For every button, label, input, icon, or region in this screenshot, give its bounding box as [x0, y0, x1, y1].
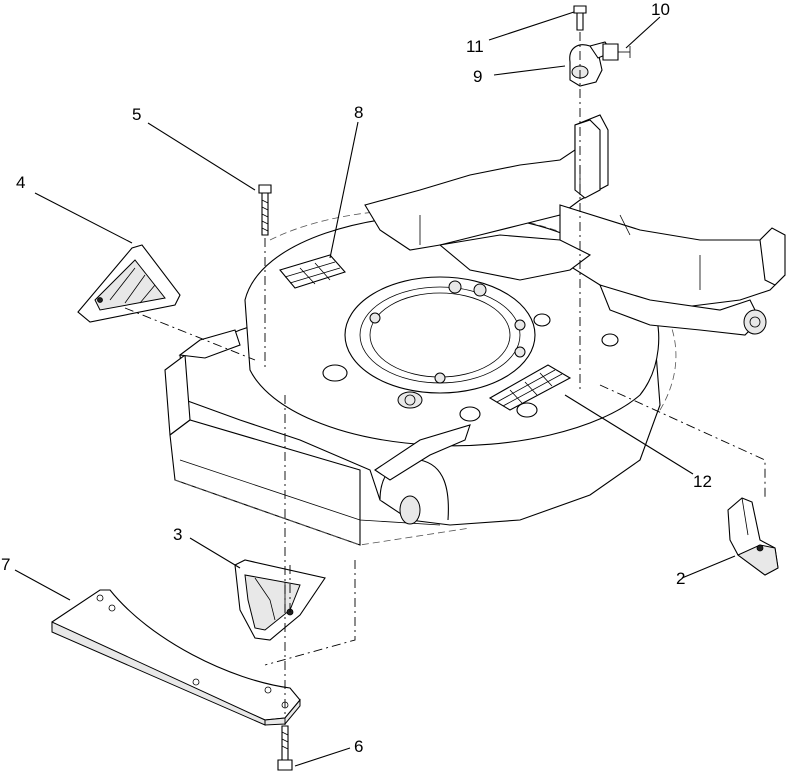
callout-4: 4 — [16, 173, 25, 192]
callout-labels: 2 3 4 5 6 7 8 9 10 11 12 — [1, 0, 712, 756]
part-11-screw — [573, 5, 587, 31]
part-2-right-deflector — [727, 497, 779, 576]
part-4-left-deflector — [77, 244, 181, 323]
callout-3: 3 — [173, 525, 182, 544]
callout-11: 11 — [466, 37, 484, 56]
decal-right — [488, 364, 572, 411]
callout-9: 9 — [473, 67, 482, 86]
decal-left — [279, 254, 346, 289]
rear-frame — [364, 114, 786, 336]
callout-8: 8 — [354, 103, 363, 122]
leader-lines — [14, 11, 736, 767]
part-3-center-deflector — [234, 559, 326, 641]
callout-10: 10 — [651, 0, 670, 19]
assembly-lines — [124, 32, 766, 725]
callout-7: 7 — [1, 555, 10, 574]
part-6-bolt — [277, 725, 293, 771]
part-10-nozzle — [602, 43, 631, 61]
part-5-bolt — [258, 184, 272, 236]
callout-12: 12 — [693, 472, 712, 491]
callout-6: 6 — [354, 737, 363, 756]
callout-5: 5 — [132, 105, 141, 124]
callout-2: 2 — [676, 569, 685, 588]
